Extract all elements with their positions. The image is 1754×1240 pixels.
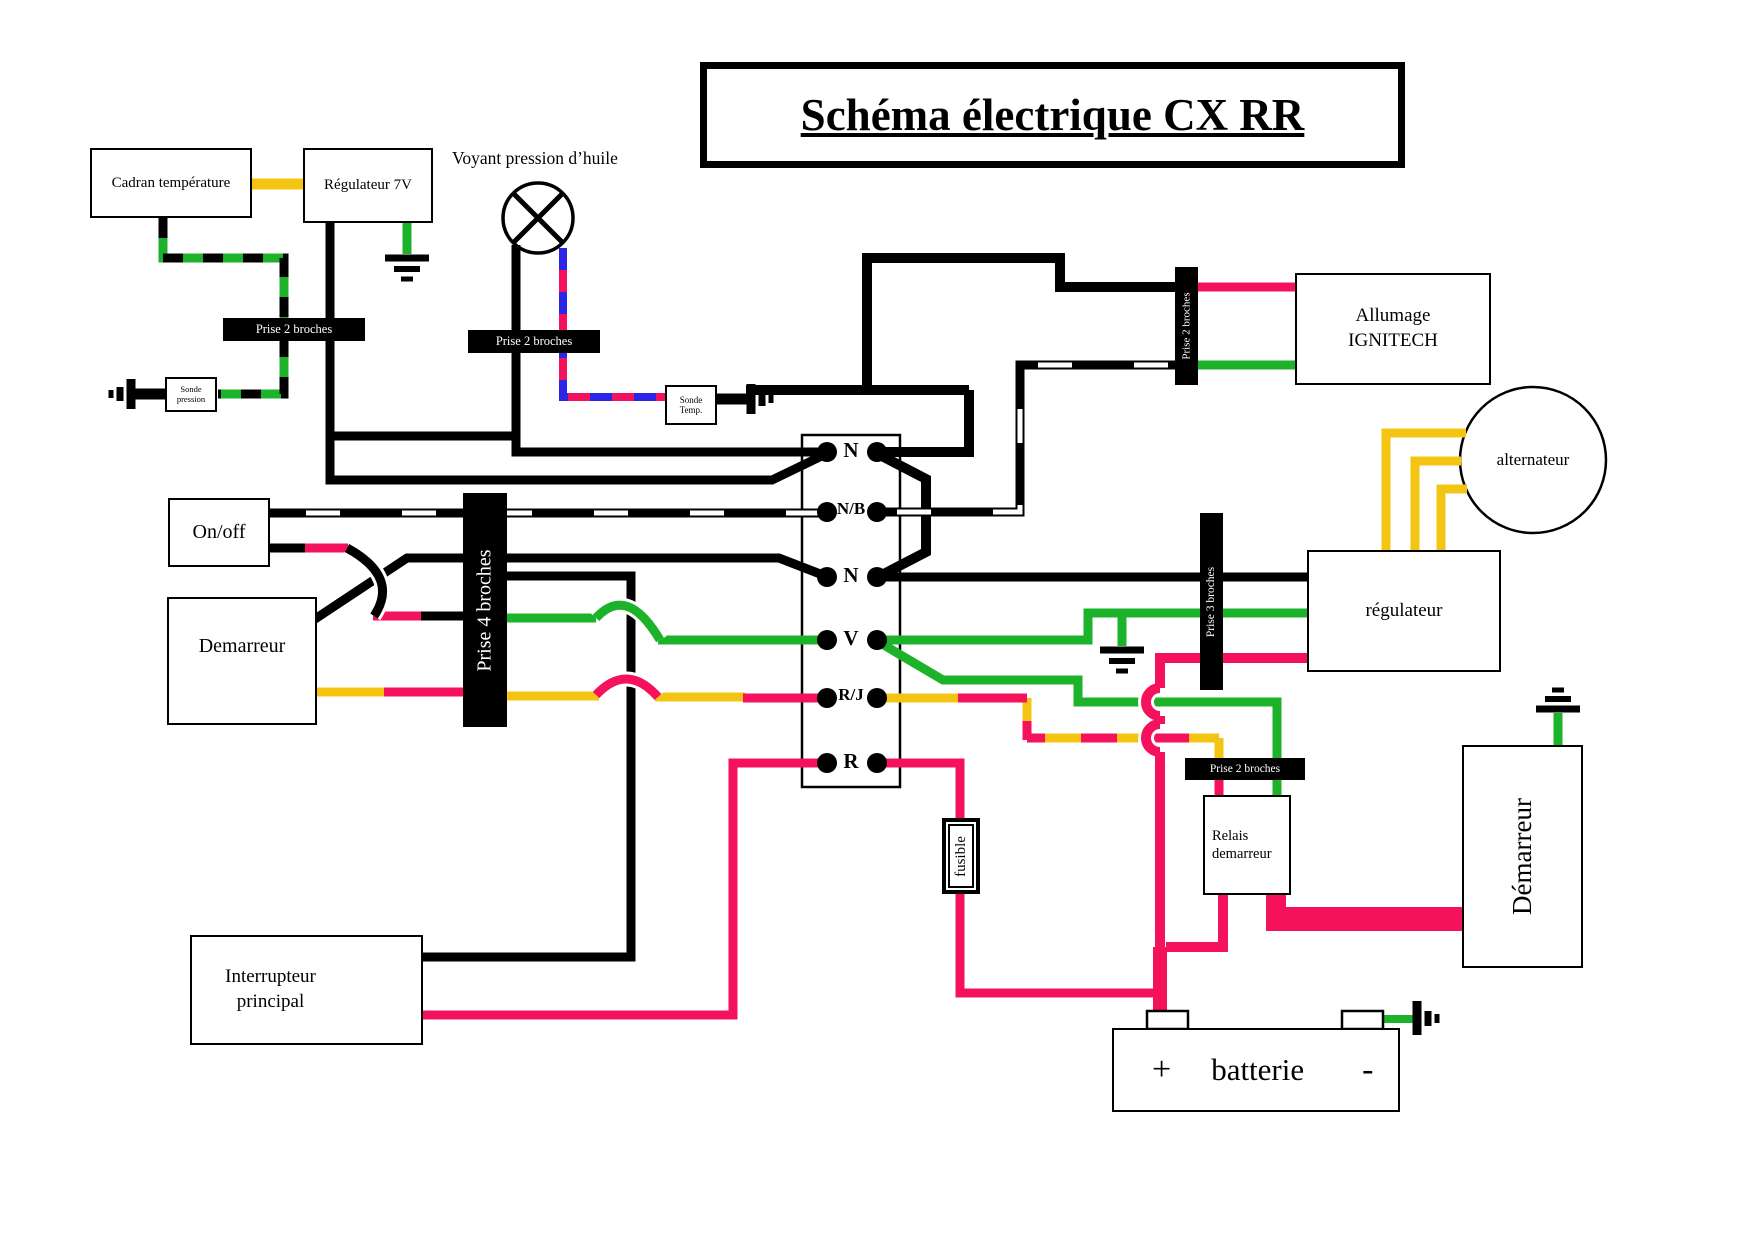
prise-4-broches: Prise 4 broches (463, 493, 507, 727)
demarreur-motor-box: Démarreur (1462, 745, 1583, 968)
prise-2-broches-voyant: Prise 2 broches (468, 330, 600, 353)
alternateur-label: alternateur (1496, 450, 1570, 469)
wire-prise4-to-interrupteur (404, 571, 636, 962)
pin-N-2: N (843, 563, 859, 587)
hop-pink (592, 674, 662, 701)
wire-V-left-green (507, 613, 828, 645)
wire-demarreur-button-to-N (300, 553, 830, 631)
allumage-ignitech-box: Allumage IGNITECH (1295, 273, 1491, 385)
wire-interrupteur-to-R (404, 758, 828, 1020)
wire-cadran-black-dashes (158, 218, 289, 399)
pin-V: V (843, 626, 859, 650)
wire-voyant-blue-dashes (559, 248, 666, 401)
fusible-box: fusible (942, 818, 980, 894)
battery-minus-terminal (1340, 1009, 1385, 1031)
central-connector-block (800, 433, 902, 789)
batterie-box: + batterie - (1112, 1028, 1400, 1112)
cadran-temperature-box: Cadran température (90, 148, 252, 218)
prise-2-broches-allumage: Prise 2 broches (1175, 267, 1198, 385)
hop-onoff-arc (344, 544, 387, 619)
wire-RJ-left-yellow (507, 691, 745, 702)
title-box: Schéma électrique CX RR (700, 62, 1405, 168)
sonde-pression-box: Sonde pression (165, 377, 217, 412)
prise-2-broches-cadran: Prise 2 broches (223, 318, 365, 341)
wire-lamp-to-N (511, 245, 828, 457)
wire-voyant-pink (559, 248, 666, 401)
battery-plus-label: + (1152, 1051, 1172, 1088)
relais-demarreur-box: Relais demarreur (1203, 795, 1291, 895)
battery-minus-label: - (1362, 1051, 1374, 1088)
battery-label: batterie (1211, 1052, 1305, 1087)
page-title: Schéma électrique CX RR (800, 90, 1305, 140)
voyant-sonde-wire (559, 248, 666, 401)
prise-3-broches: Prise 3 broches (1200, 513, 1223, 690)
wire-V-to-relais (874, 637, 1282, 796)
hop-arcs (343, 541, 667, 703)
hop-green (592, 600, 664, 643)
ground-icons (385, 254, 1580, 713)
wire-N-to-allumage (746, 253, 1176, 457)
onoff-box: On/off (168, 498, 270, 567)
chassis-connector-icons (108, 379, 1440, 1035)
regulateur-7v-box: Régulateur 7V (303, 148, 433, 223)
cadran-sonde-wire (158, 218, 289, 399)
wire-NB-to-allumage-dashes (877, 362, 1176, 515)
pin-R: R (843, 749, 859, 773)
lamp-cross-icon (511, 191, 565, 245)
demarreur-button-box: Demarreur (167, 597, 317, 725)
wire-reg7v-to-N (325, 223, 830, 485)
pin-RJ: R/J (838, 685, 864, 704)
interrupteur-principal-box: Interrupteur principal (190, 935, 423, 1045)
green-wires (402, 223, 1563, 1023)
wire-V-to-regulateur (877, 608, 1308, 645)
regulateur-box: régulateur (1307, 550, 1501, 672)
wire-alternateur-to-regulateur (1381, 428, 1467, 550)
regulateur-pink-net (1138, 653, 1308, 1012)
pin-NB: N/B (836, 499, 866, 518)
wire-R-fusible-to-battery (877, 758, 1158, 998)
wire-regulateur-to-battery (1141, 653, 1308, 1012)
prise-2-broches-relais: Prise 2 broches (1185, 758, 1305, 780)
voyant-label: Voyant pression d’huile (452, 148, 618, 168)
wire-cadran-green (158, 218, 289, 399)
nb-dashed-wires (258, 360, 1176, 518)
sonde-temp-box: Sonde Temp. (665, 385, 717, 425)
battery-plus-terminal (1145, 1009, 1190, 1031)
regulateur-7v-label: Régulateur 7V (324, 177, 412, 193)
wire-relais-out-left (1166, 895, 1228, 952)
cadran-label: Cadran température (111, 174, 231, 191)
pin-N-1: N (843, 438, 859, 462)
